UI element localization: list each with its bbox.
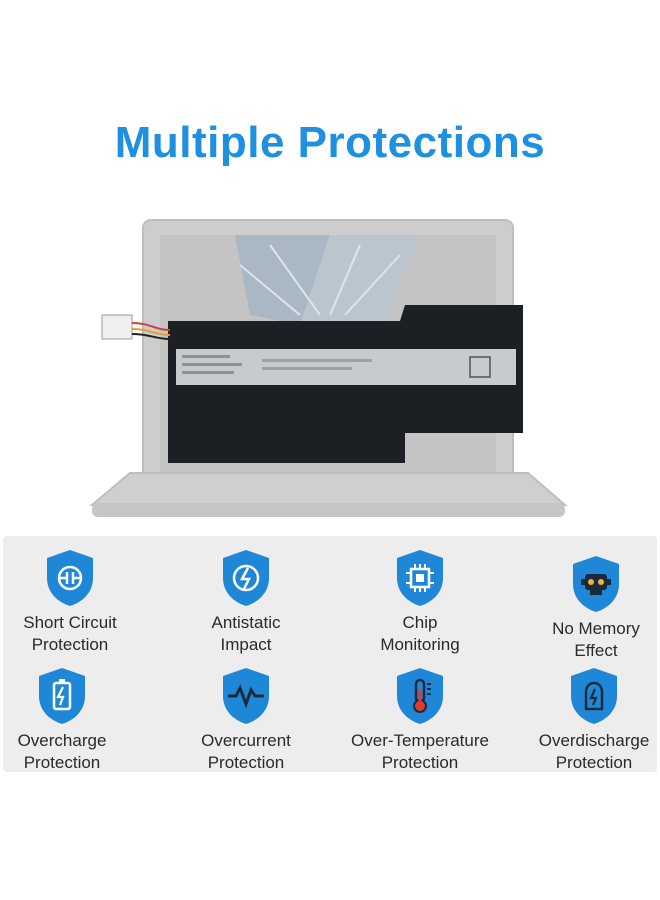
current-wave-icon xyxy=(223,668,269,724)
chip-icon xyxy=(397,550,443,606)
circuit-icon xyxy=(47,550,93,606)
discharge-icon xyxy=(571,668,617,724)
thermometer-icon xyxy=(397,668,443,724)
battery-pack xyxy=(101,305,523,463)
features-panel xyxy=(3,536,657,772)
antistatic-icon xyxy=(223,550,269,606)
product-image xyxy=(89,219,568,517)
laptop-base xyxy=(89,472,568,506)
memory-icon xyxy=(573,556,619,612)
battery-charge-icon xyxy=(39,668,85,724)
page-title: Multiple Protections xyxy=(114,118,546,167)
